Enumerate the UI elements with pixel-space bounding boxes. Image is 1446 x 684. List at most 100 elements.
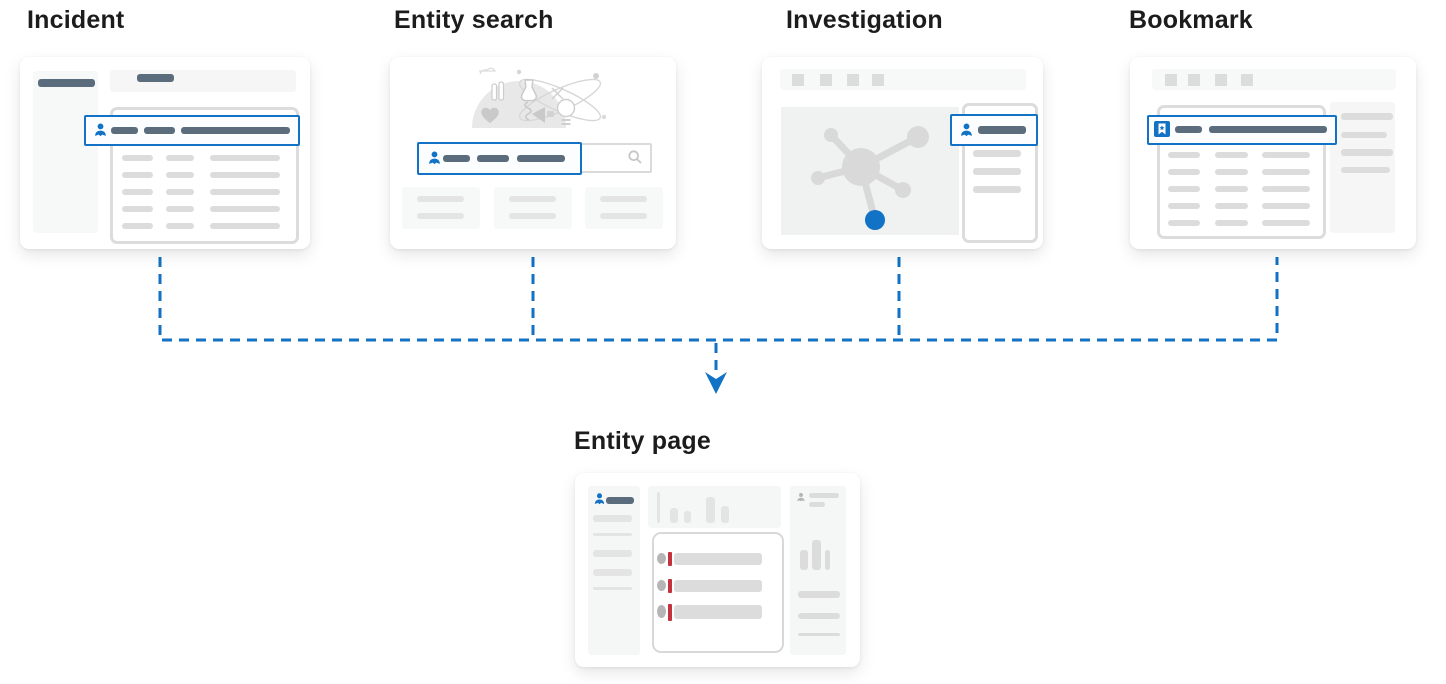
placeholder-bar — [38, 79, 95, 87]
placeholder-bar — [1262, 169, 1310, 175]
alert-severity-tick — [668, 604, 672, 621]
placeholder-bar — [973, 150, 1021, 157]
placeholder-bar — [1175, 126, 1202, 133]
insights-panel — [790, 486, 846, 655]
person-icon — [797, 493, 805, 502]
placeholder-bar — [973, 186, 1021, 193]
graph-node-selected-entity[interactable] — [865, 210, 885, 230]
placeholder-bar — [1215, 186, 1248, 192]
placeholder-bar — [122, 206, 153, 212]
person-icon — [594, 493, 605, 505]
toolbar-button — [1165, 74, 1177, 86]
graph-node[interactable] — [824, 128, 838, 142]
placeholder-bar — [1215, 203, 1248, 209]
placeholder-line — [798, 633, 840, 636]
bookmark-title: Bookmark — [1129, 6, 1253, 34]
result-tile — [402, 187, 480, 229]
person-icon — [961, 123, 972, 137]
graph-node[interactable] — [895, 182, 911, 198]
entity-search-title: Entity search — [394, 6, 554, 34]
placeholder-bar — [1262, 186, 1310, 192]
chart-bar — [825, 550, 830, 570]
placeholder-bar — [593, 569, 632, 576]
toolbar-button — [1241, 74, 1253, 86]
placeholder-bar — [1262, 203, 1310, 209]
placeholder-bar — [674, 580, 762, 592]
toolbar-button — [1188, 74, 1200, 86]
placeholder-line — [593, 533, 632, 536]
placeholder-bar — [978, 126, 1026, 134]
placeholder-bar — [181, 127, 290, 134]
entity-page-title: Entity page — [574, 427, 711, 455]
placeholder-bar — [210, 189, 280, 195]
chart-bar — [684, 511, 691, 523]
header-strip — [110, 70, 296, 92]
chart-bar — [812, 540, 821, 570]
placeholder-bar — [122, 155, 153, 161]
event-dot — [657, 553, 666, 564]
placeholder-bar — [210, 223, 280, 229]
investigation-graph — [781, 107, 959, 235]
entity-query-highlight[interactable] — [417, 142, 582, 175]
placeholder-bar — [166, 206, 194, 212]
placeholder-bar — [1341, 149, 1393, 156]
placeholder-bar — [210, 206, 280, 212]
bookmark-row-highlight[interactable] — [1147, 115, 1337, 145]
placeholder-bar — [973, 168, 1021, 175]
placeholder-bar — [1168, 152, 1200, 158]
placeholder-bar — [600, 196, 647, 202]
placeholder-bar — [166, 223, 194, 229]
toolbar-button — [820, 74, 832, 86]
alert-severity-tick — [668, 552, 672, 566]
placeholder-bar — [1341, 132, 1387, 138]
placeholder-bar — [809, 493, 839, 498]
chart-bar — [721, 506, 729, 523]
placeholder-bar — [166, 189, 194, 195]
placeholder-bar — [674, 553, 762, 565]
side-rail — [1330, 102, 1395, 233]
placeholder-bar — [1168, 186, 1200, 192]
placeholder-bar — [798, 591, 840, 598]
entity-summary-panel — [588, 486, 640, 655]
placeholder-bar — [593, 550, 632, 557]
placeholder-bar — [606, 497, 634, 504]
placeholder-bar — [111, 127, 138, 134]
entity-row-highlight[interactable] — [84, 115, 300, 146]
graph-node[interactable] — [811, 171, 825, 185]
arrow-down-icon — [705, 372, 727, 394]
entity-item-highlight[interactable] — [950, 114, 1038, 146]
placeholder-bar — [1262, 152, 1310, 158]
entity-search-card — [390, 57, 676, 249]
placeholder-bar — [509, 213, 556, 219]
graph-node[interactable] — [907, 126, 929, 148]
placeholder-bar — [798, 613, 840, 619]
placeholder-bar — [417, 213, 464, 219]
event-dot — [657, 605, 666, 618]
chart-axis-line — [657, 492, 660, 523]
bookmark-icon — [1154, 121, 1170, 137]
placeholder-bar — [1215, 169, 1248, 175]
placeholder-bar — [210, 155, 280, 161]
person-icon — [429, 151, 440, 165]
toolbar-button — [792, 74, 804, 86]
placeholder-bar — [1215, 220, 1248, 226]
bookmark-card — [1130, 57, 1416, 249]
placeholder-bar — [477, 155, 509, 162]
event-list-panel — [652, 532, 784, 653]
placeholder-bar — [509, 196, 556, 202]
placeholder-bar — [210, 172, 280, 178]
incident-title: Incident — [27, 6, 125, 34]
placeholder-bar — [166, 155, 194, 161]
placeholder-bar — [517, 155, 565, 162]
graph-node-center[interactable] — [842, 148, 880, 186]
connector-rail — [158, 257, 1279, 342]
placeholder-bar — [674, 605, 762, 619]
result-tile — [494, 187, 572, 229]
result-tile — [585, 187, 663, 229]
event-dot — [657, 580, 666, 591]
placeholder-bar — [417, 196, 464, 202]
investigation-title: Investigation — [786, 6, 943, 34]
placeholder-bar — [1341, 167, 1390, 173]
placeholder-bar — [1168, 169, 1200, 175]
entity-page-card — [575, 473, 860, 667]
